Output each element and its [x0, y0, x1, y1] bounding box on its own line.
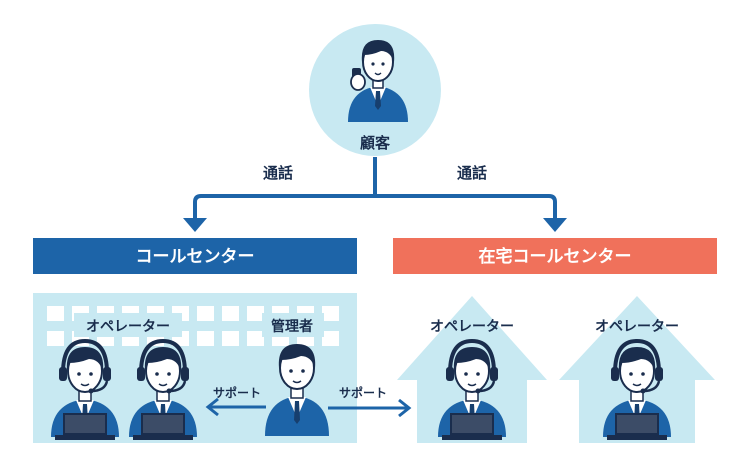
person-phone-icon: [348, 40, 408, 122]
home-center-header: [393, 238, 717, 274]
call-label-right: 通話: [457, 164, 487, 182]
office-operator-label: オペレーター: [86, 319, 170, 335]
arrow-down-icon: [543, 218, 567, 232]
call-label-left: 通話: [263, 164, 293, 182]
customer-label: 顧客: [360, 134, 391, 152]
arrow-right-icon: [328, 398, 412, 418]
home-center-title: 在宅コールセンター: [479, 246, 632, 267]
call-center-header: [33, 238, 357, 274]
arrow-down-icon: [183, 218, 207, 232]
support-label-left: サポート: [213, 385, 261, 400]
call-center-title: コールセンター: [136, 247, 255, 267]
home-operator-label-2: オペレーター: [595, 319, 679, 335]
arrow-left-icon: [205, 397, 266, 417]
support-label-right: サポート: [339, 385, 387, 400]
manager-label: 管理者: [271, 318, 313, 335]
home-operator-label-1: オペレーター: [430, 319, 514, 335]
connector-lines: [193, 157, 557, 222]
